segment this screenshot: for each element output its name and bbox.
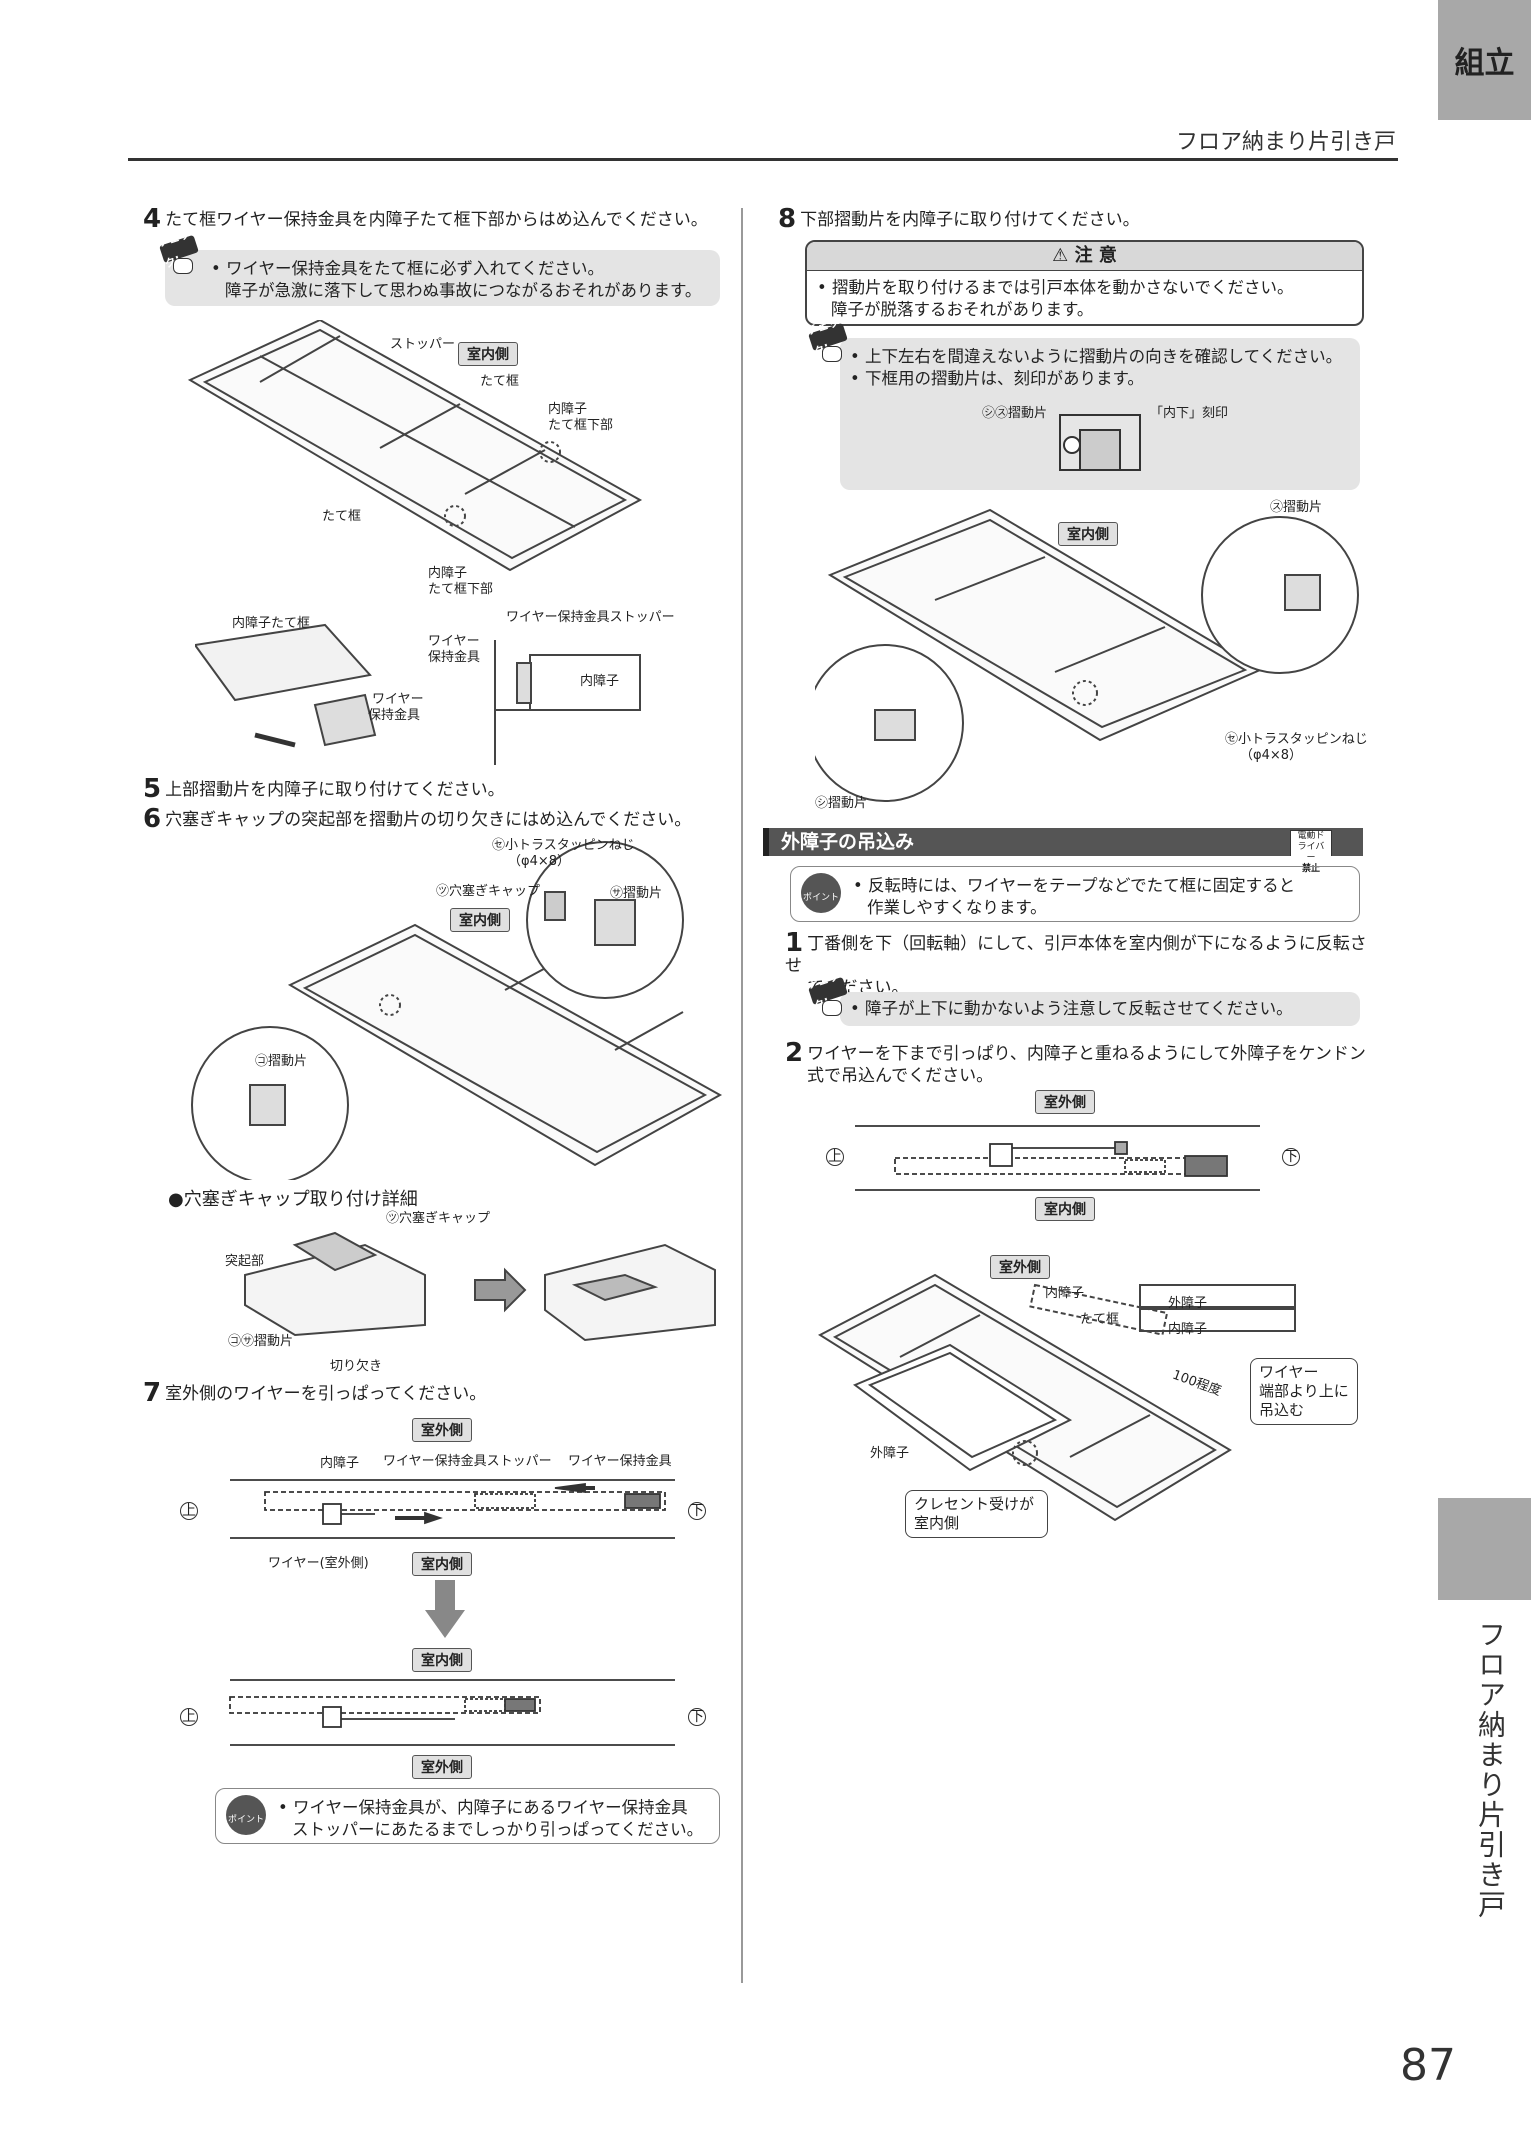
check-note-1: チェック! • 障子が上下に動かないよう注意して反転させてください。	[805, 969, 1360, 1026]
no-electric-driver-icon: 電動ドライバー 禁止	[1290, 830, 1332, 875]
label-up: 上	[826, 1148, 844, 1166]
label-slide-su: ㋜摺動片	[1270, 500, 1323, 515]
label-slide-ko: ㋙摺動片	[255, 1054, 308, 1069]
label-inner: 内障子	[580, 674, 620, 689]
label-inner: 内障子	[548, 402, 588, 417]
label-screw: ㋝小トラスタッピンねじ	[492, 838, 635, 853]
step-number: 4	[143, 204, 162, 234]
figure-step7-top	[230, 1479, 675, 1539]
tag-indoor: 室内側	[450, 908, 510, 932]
label-up: 上	[180, 1708, 198, 1726]
column-divider	[741, 208, 743, 1983]
label-stile-bottom: たて框下部	[428, 582, 494, 597]
figure-cap-detail	[244, 1231, 716, 1342]
label-slide-shi: ㋛摺動片	[815, 796, 868, 811]
figure-step2-top	[855, 1125, 1260, 1191]
section-tab: 組立	[1438, 0, 1531, 120]
point-note: ポイント • 反転時には、ワイヤーをテープなどでたて框に固定すると 作業しやすく…	[790, 866, 1360, 922]
check-note-4: チェック! • ワイヤー保持金具をたて框に必ず入れてください。 障子が急激に落下…	[156, 227, 720, 306]
section-heading: 外障子の吊込み	[763, 828, 1363, 856]
label-wire-holder: 保持金具	[368, 708, 421, 723]
page-number: 87	[1400, 2040, 1456, 2091]
page-title: フロア納まり片引き戸	[1175, 130, 1396, 155]
label-protrusion: 突起部	[225, 1254, 265, 1269]
step-text: たて框ワイヤー保持金具を内障子たて框下部からはめ込んでください。	[165, 210, 708, 230]
tag-indoor: 室内側	[412, 1552, 472, 1576]
label-wire-stopper: ワイヤー保持金具ストッパー	[506, 610, 675, 625]
label-cap: ㋡穴塞ぎキャップ	[436, 884, 541, 899]
label-screw: ㋝小トラスタッピンねじ	[1225, 732, 1368, 747]
label-down: 下	[688, 1502, 706, 1520]
point-icon: ポイント	[226, 1795, 266, 1835]
check-line: 障子が急激に落下して思わぬ事故につながるおそれがあります。	[225, 281, 702, 300]
label-holder: ワイヤー保持金具	[568, 1454, 672, 1469]
callout-crescent: クレセント受けが 室内側	[905, 1490, 1048, 1538]
label-wire-holder: ワイヤー	[372, 692, 424, 707]
figure-step8	[815, 508, 1359, 802]
label-down: 下	[688, 1708, 706, 1726]
callout-wire: ワイヤー 端部より上に 吊込む	[1250, 1358, 1358, 1425]
label-notch: 切り欠き	[330, 1359, 383, 1374]
label-down: 下	[1282, 1148, 1300, 1166]
check-badge-icon: チェック!	[156, 227, 201, 274]
figure-step6	[191, 841, 723, 1180]
label-wire-outdoor: ワイヤー(室外側)	[268, 1556, 369, 1571]
tag-indoor: 室内側	[1058, 522, 1118, 546]
tag-indoor: 室内側	[1035, 1197, 1095, 1221]
figure-slide-piece	[1059, 414, 1141, 471]
figure-step4-frame	[187, 320, 643, 572]
check-line: • ワイヤー保持金具をたて框に必ず入れてください。	[211, 259, 604, 278]
side-tab	[1438, 1498, 1531, 1600]
label-tategamachi-left: たて框	[322, 509, 362, 524]
label-wire-holder: ワイヤー	[428, 634, 480, 649]
label-outer: 外障子	[1168, 1296, 1208, 1311]
label-inner-stile: 内障子たて框	[232, 616, 311, 631]
tag-outdoor: 室外側	[1035, 1090, 1095, 1114]
label-slide: ㋙㋚摺動片	[228, 1334, 294, 1349]
side-label: フロア納まり片引き戸	[1474, 1620, 1507, 1920]
check-badge-icon: チェック!	[805, 315, 850, 362]
label-inner: 内障子	[428, 566, 468, 581]
label-outer: 外障子	[870, 1446, 910, 1461]
point-icon: ポイント	[801, 873, 841, 913]
tag-indoor: 室内側	[458, 342, 518, 366]
tag-outdoor: 室外側	[990, 1255, 1050, 1279]
label-stopper: ストッパー	[390, 337, 456, 352]
label-stile-bottom: たて框下部	[548, 418, 614, 433]
label-tategamachi: たて框	[480, 374, 520, 389]
label-slide: ㋛㋜摺動片	[982, 406, 1048, 421]
tag-outdoor: 室外側	[412, 1755, 472, 1779]
label-cap: ㋡穴塞ぎキャップ	[386, 1211, 491, 1226]
figure-step2-bottom	[817, 1273, 1296, 1522]
label-up: 上	[180, 1502, 198, 1520]
label-inner: 内障子	[320, 1456, 360, 1471]
label-stopper: ワイヤー保持金具ストッパー	[383, 1454, 552, 1469]
header-rule	[128, 158, 1398, 161]
point-note-7: ポイント • ワイヤー保持金具が、内障子にあるワイヤー保持金具 ストッパーにあた…	[215, 1788, 720, 1844]
detail-heading: ●穴塞ぎキャップ取り付け詳細	[168, 1189, 418, 1210]
caution-box: ⚠ 注 意 • 摺動片を取り付けるまでは引戸本体を動かさないでください。 障子が…	[805, 240, 1364, 326]
label-inner: 内障子	[1168, 1322, 1208, 1337]
tag-indoor: 室内側	[412, 1648, 472, 1672]
warning-icon: ⚠	[1052, 245, 1075, 266]
check-badge-icon: チェック!	[805, 969, 850, 1016]
label-wire-holder: 保持金具	[428, 650, 481, 665]
label-slide-sa: ㋚摺動片	[610, 886, 663, 901]
label-screw-size: （φ4×8）	[1240, 748, 1303, 763]
label-stamp: 「内下」刻印	[1150, 406, 1229, 421]
figure-step7-bottom	[229, 1679, 675, 1746]
down-arrow-icon	[425, 1580, 465, 1638]
label-screw-size: （φ4×8）	[508, 854, 571, 869]
tag-outdoor: 室外側	[412, 1418, 472, 1442]
figure-step4-detail	[195, 623, 641, 765]
